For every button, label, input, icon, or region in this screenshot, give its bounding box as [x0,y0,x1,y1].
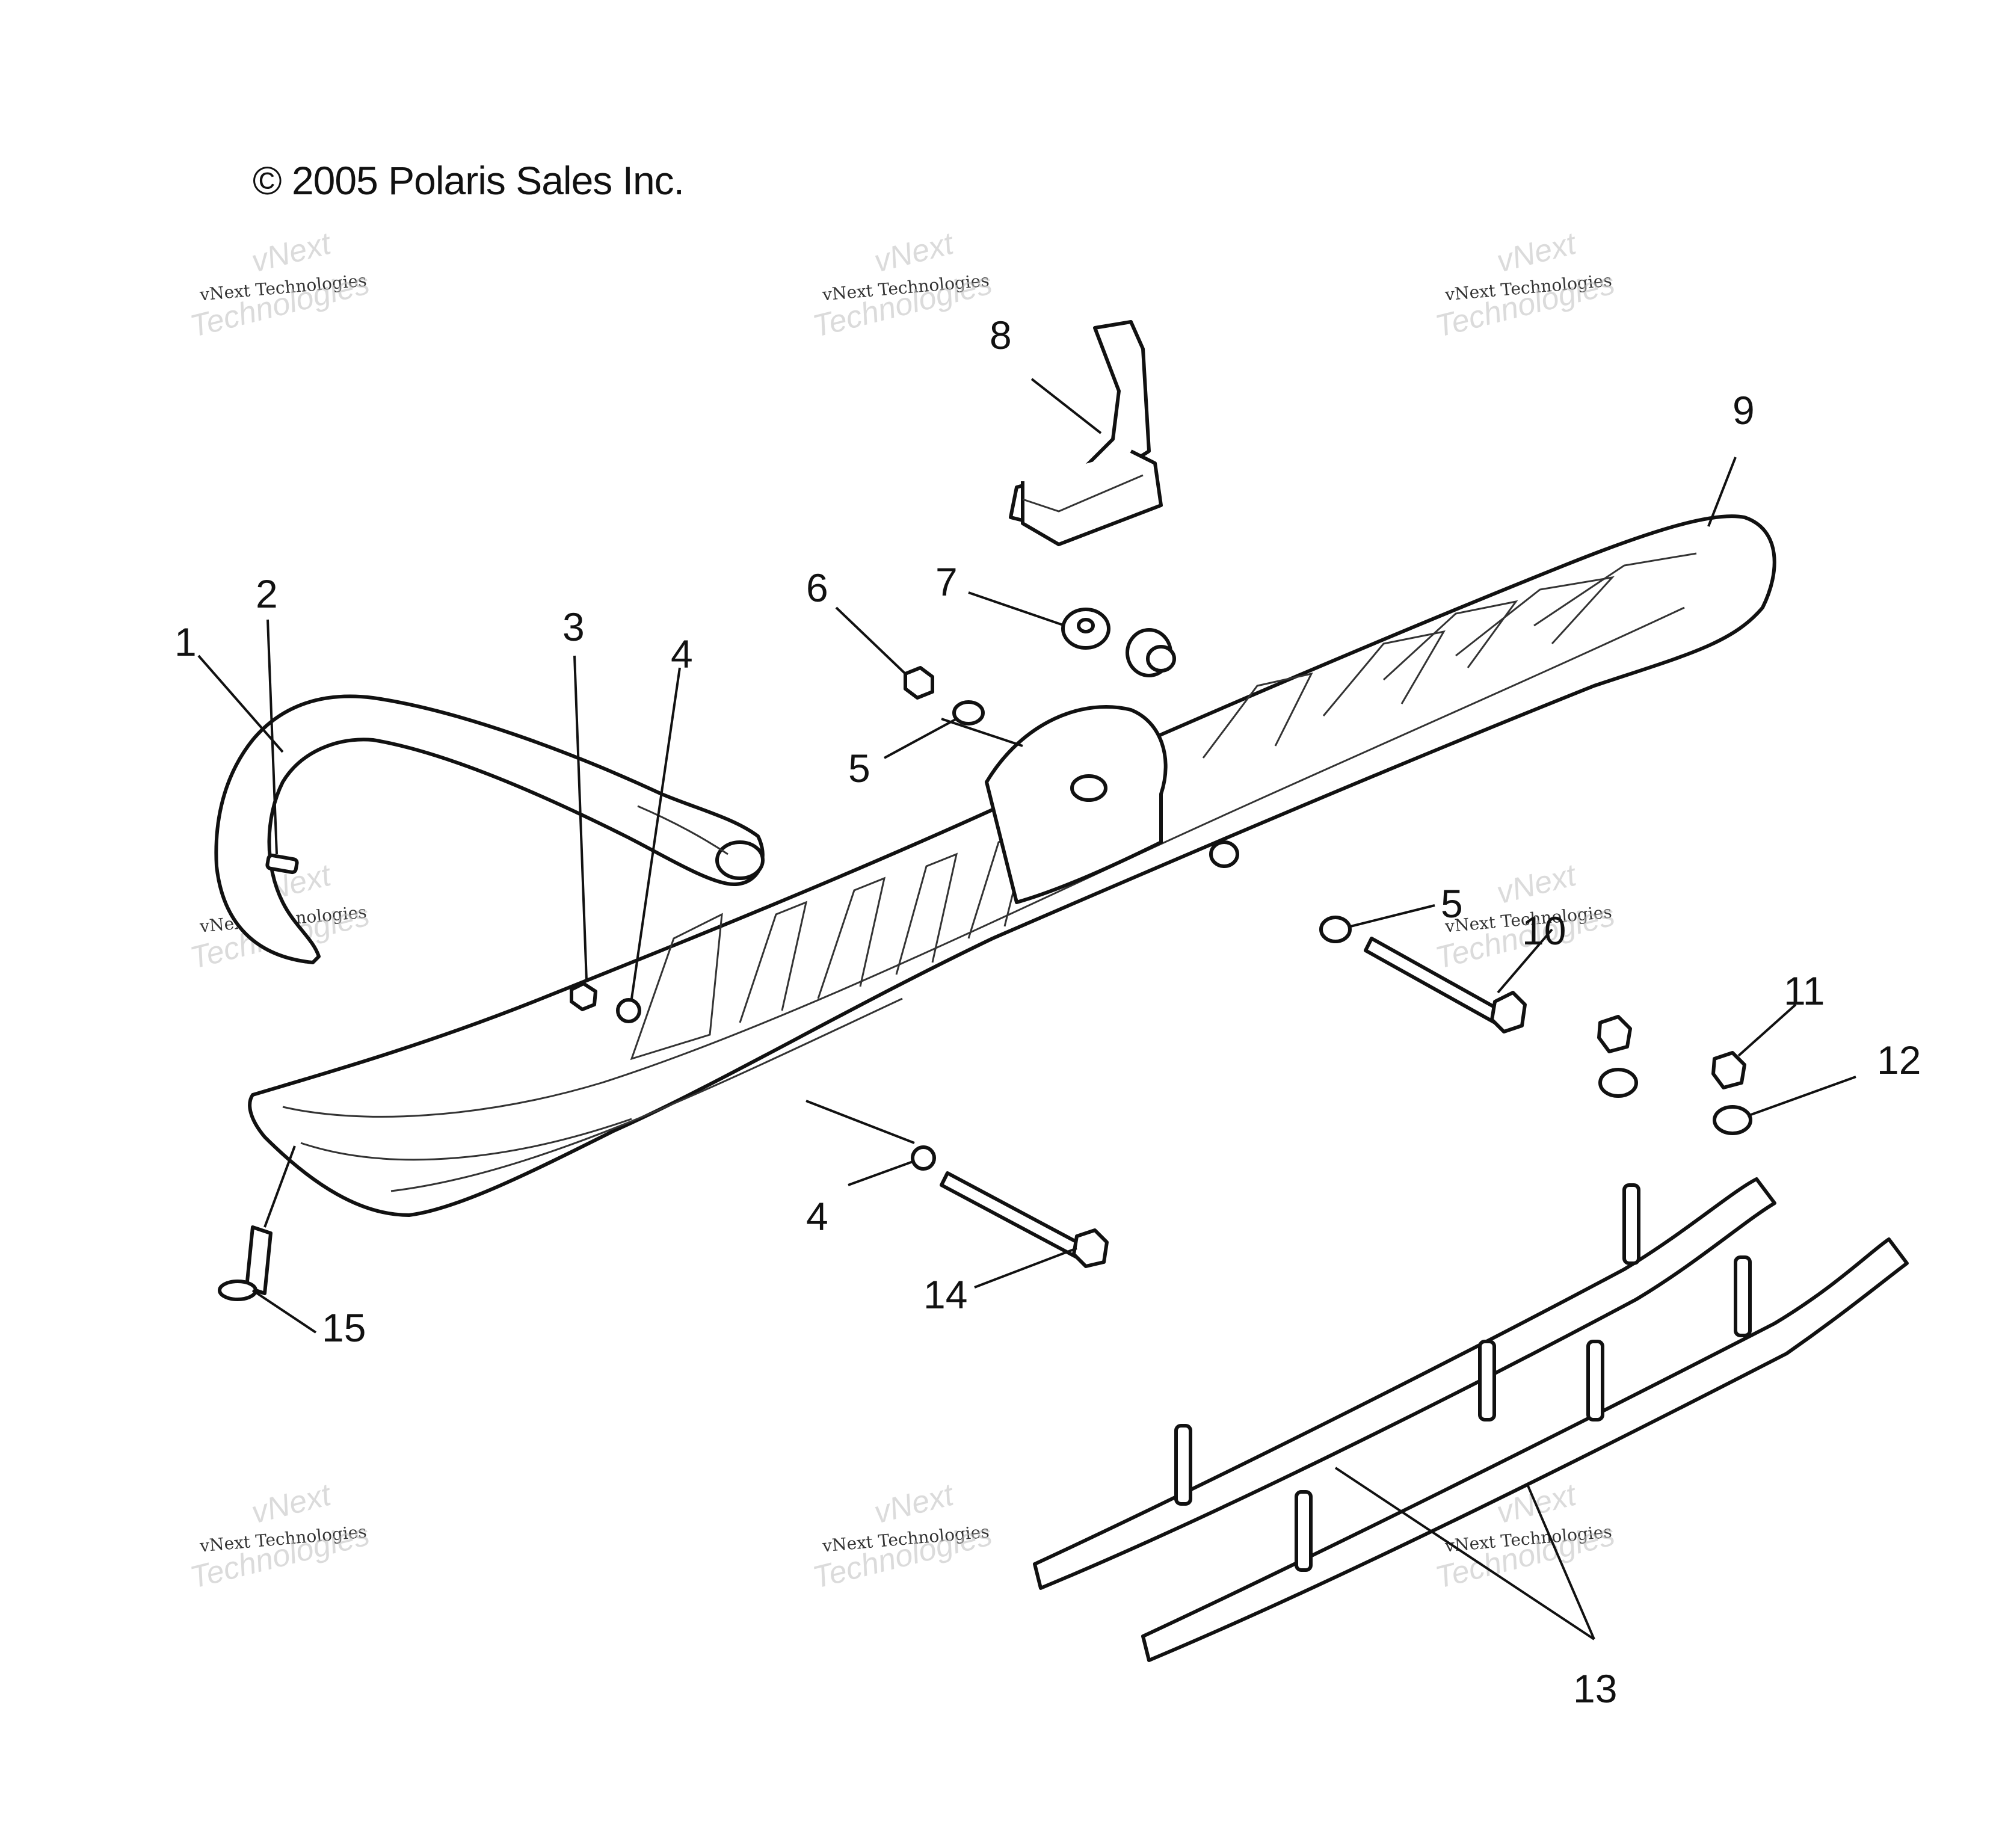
ski-body [248,514,1776,1217]
callout-7: 7 [935,559,958,604]
rivet-15 [218,1225,273,1301]
ski-handle [214,694,765,964]
wear-bars [1033,1177,1909,1662]
bolt-14 [940,1171,1109,1268]
washer-5 [952,700,1352,943]
callout-13: 13 [1573,1666,1617,1711]
leader-lines [197,378,1856,1640]
washer-12 [1598,1068,1752,1135]
callout-1: 1 [174,620,197,664]
callout-3: 3 [562,605,585,649]
callout-9: 9 [1732,388,1755,433]
nut-11 [1597,1015,1746,1089]
callout-5: 5 [1441,881,1463,926]
callout-8: 8 [990,313,1012,357]
copyright-notice: © 2005 Polaris Sales Inc. [253,158,685,203]
nut-6 [904,666,934,700]
callout-11: 11 [1784,969,1825,1013]
callout-14: 14 [923,1272,967,1317]
bolt-10 [1364,937,1527,1033]
callout-2: 2 [256,571,278,616]
callout-6: 6 [806,565,828,610]
callout-4: 4 [806,1194,828,1239]
bushing-7 [1061,608,1176,677]
nut-3 [570,982,597,1011]
pin-2 [265,853,299,875]
callout-5: 5 [848,746,870,790]
callout-10: 10 [1522,908,1566,953]
callout-15: 15 [322,1305,366,1350]
washer-4 [616,998,936,1171]
spindle-cushion [1009,320,1163,546]
callout-4: 4 [671,632,693,676]
callout-12: 12 [1877,1038,1921,1082]
